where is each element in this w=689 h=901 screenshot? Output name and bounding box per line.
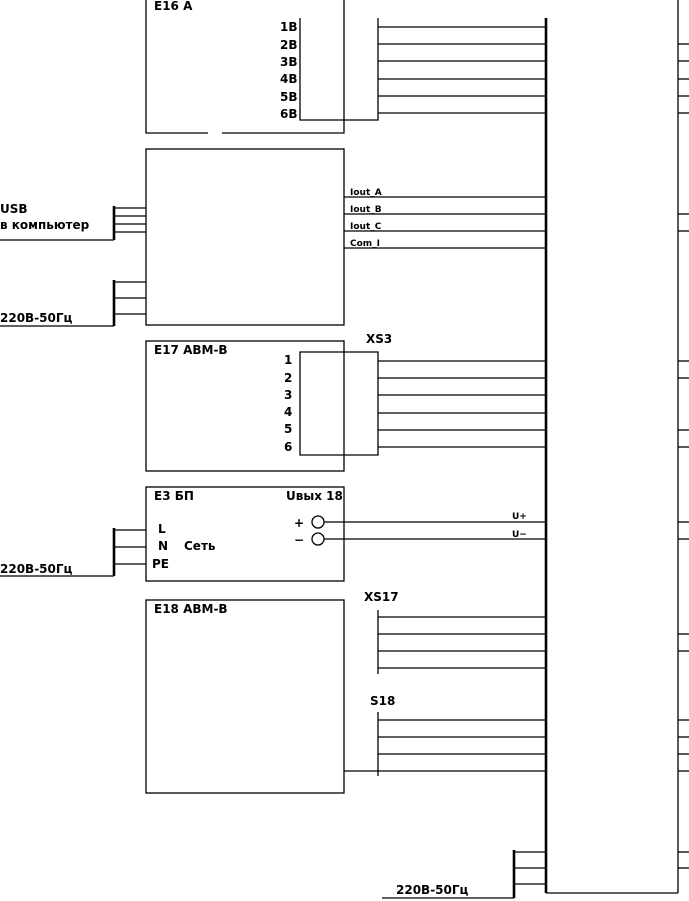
e18-bottom-wires xyxy=(344,719,546,772)
e3-title: Е3 БП xyxy=(154,489,194,503)
block-e17: Е17 АВМ-В XS3 1 2 3 4 5 6 xyxy=(145,332,546,472)
e3-input-n: N xyxy=(158,539,168,553)
e16-pin-2: 2В xyxy=(280,38,298,52)
output-iout-a: Iout_A xyxy=(350,188,382,198)
e17-pin-4: 4 xyxy=(284,405,292,419)
controller-frame xyxy=(145,148,345,326)
e3-mains-label: Сеть xyxy=(184,539,216,553)
block-e16: Е16 А 1В 2В 3В 4В 5В 6В xyxy=(145,0,546,134)
e3-frame xyxy=(145,486,345,582)
block-e18: Е18 АВМ-В XS17 S18 xyxy=(145,590,546,794)
e17-pin-6: 6 xyxy=(284,440,292,454)
e18-title: Е18 АВМ-В xyxy=(154,602,228,616)
e3-minus-terminal xyxy=(311,532,325,546)
e3-input-pe: PE xyxy=(152,557,169,571)
e3-power-label: 220В-50Гц xyxy=(0,562,73,576)
output-iout-c: Iout_C xyxy=(350,222,382,232)
e3-plus-sign: + xyxy=(294,516,304,530)
e17-connector-label: XS3 xyxy=(366,332,392,346)
controller-power-wires xyxy=(114,281,146,315)
usb-label: USB xyxy=(0,202,28,216)
usb-sub-label: в компьютер xyxy=(0,218,90,232)
e16-pin-3: 3В xyxy=(280,55,298,69)
e17-pin-1: 1 xyxy=(284,353,292,367)
e3-plus-terminal xyxy=(311,515,325,529)
e17-pin-5: 5 xyxy=(284,422,292,436)
e16-frame-left xyxy=(145,0,208,134)
e16-title: Е16 А xyxy=(154,0,193,13)
e16-pin-4: 4В xyxy=(280,72,298,86)
usb-wires xyxy=(114,207,146,233)
bottom-power-label: 220В-50Гц xyxy=(396,883,469,897)
e3-vout-label: Uвых 18 xyxy=(286,489,343,503)
right-side-ticks xyxy=(678,43,689,869)
e17-title: Е17 АВМ-В xyxy=(154,343,228,357)
e17-pin-3: 3 xyxy=(284,388,292,402)
bottom-power-feed: 220В-50Гц xyxy=(382,850,546,899)
e16-frame-right xyxy=(222,0,345,134)
controller-output-wires xyxy=(344,196,546,249)
e3-minus-sign: − xyxy=(294,533,304,547)
e18-connector-top-label: XS17 xyxy=(364,590,399,604)
e3-input-l: L xyxy=(158,522,166,536)
bottom-power-wires xyxy=(514,851,546,885)
e16-wires xyxy=(378,26,546,114)
e17-pin-2: 2 xyxy=(284,371,292,385)
e17-wires xyxy=(378,360,546,448)
e18-frame xyxy=(145,599,345,794)
output-iout-b: Iout_B xyxy=(350,205,382,215)
e3-power-wires xyxy=(114,529,146,565)
rail-minus-label: U− xyxy=(512,530,527,540)
e16-pin-5: 5В xyxy=(280,90,298,104)
e18-connector-bottom-label: S18 xyxy=(370,694,395,708)
block-controller: USB в компьютер 220В-50Гц Iout_A Iout_B … xyxy=(0,148,546,327)
e18-top-wires xyxy=(378,616,546,669)
controller-power-label: 220В-50Гц xyxy=(0,311,73,325)
output-com-i: Com_I xyxy=(350,239,380,249)
e17-frame xyxy=(145,340,345,472)
block-e3: Е3 БП Uвых 18 L N PE Сеть + − U+ U− 220В… xyxy=(0,486,546,582)
e16-connector xyxy=(299,18,379,121)
e17-connector xyxy=(299,351,379,456)
e16-pin-1: 1В xyxy=(280,20,298,34)
e16-pin-6: 6В xyxy=(280,107,298,121)
rail-plus-label: U+ xyxy=(512,512,527,522)
